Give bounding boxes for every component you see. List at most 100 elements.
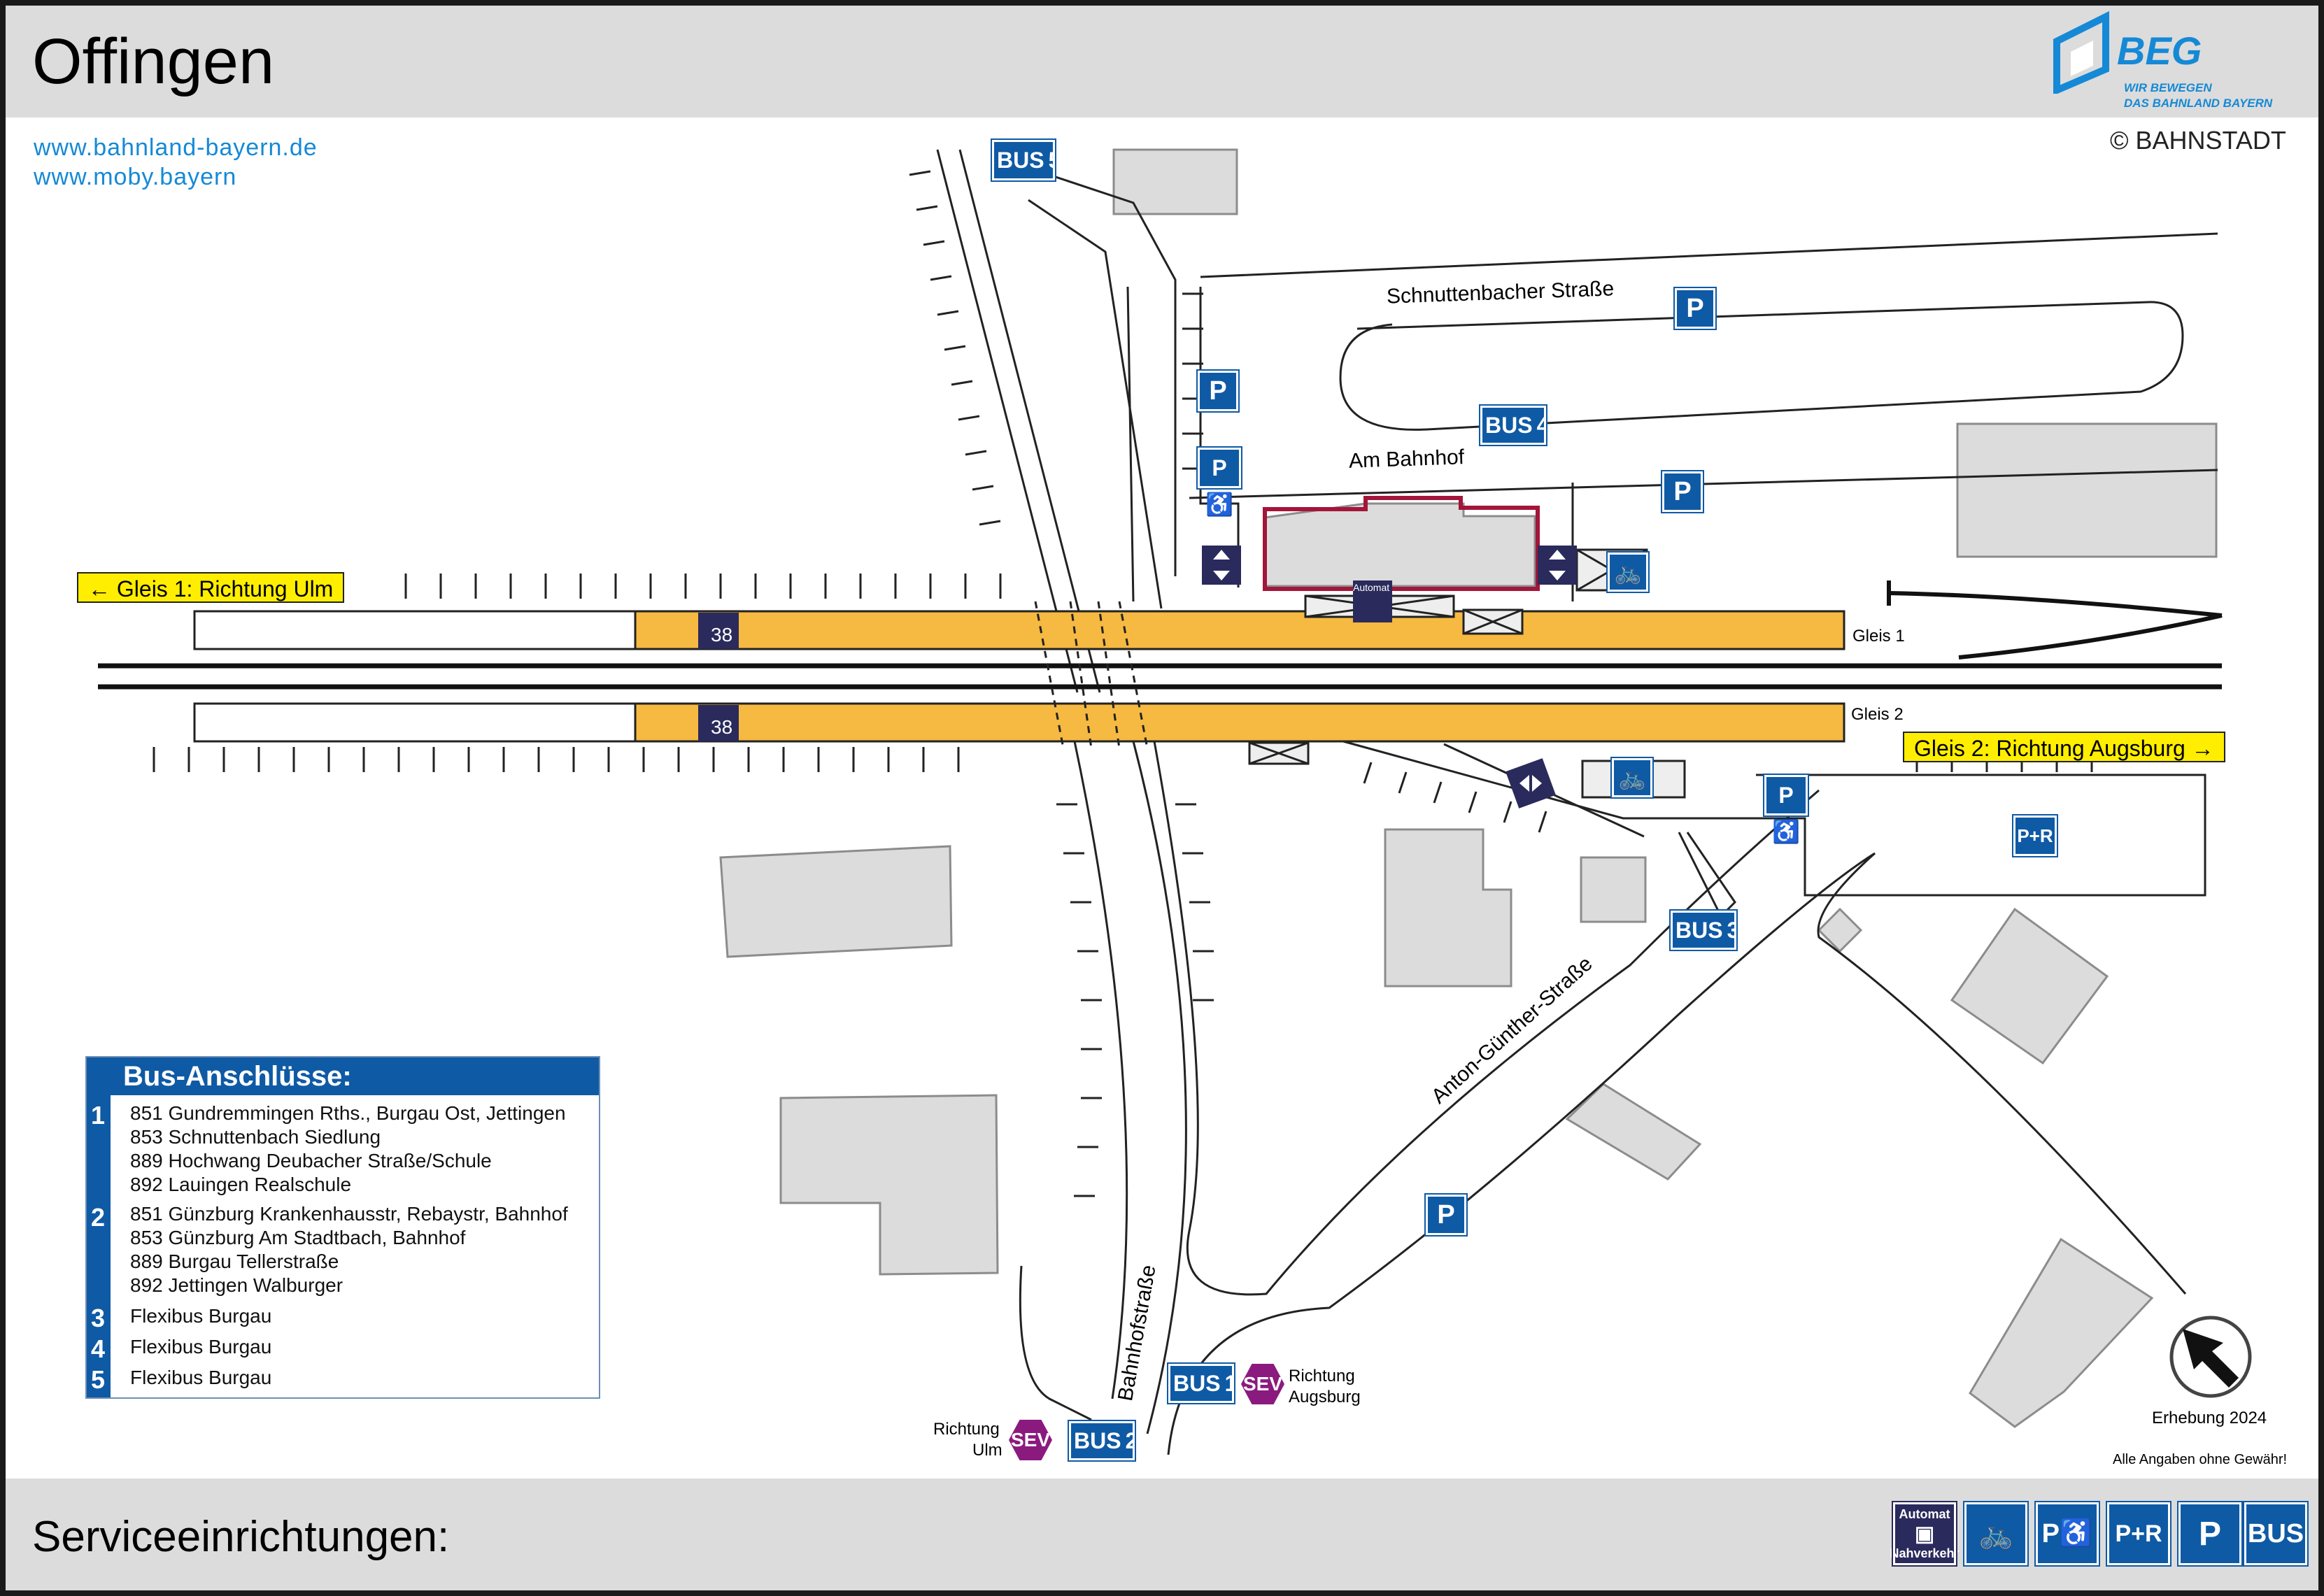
bus-label: BUS: [1074, 1428, 1121, 1453]
beg-logo-text: BEG: [2117, 29, 2202, 73]
legend-line: 853 Schnuttenbach Siedlung: [130, 1126, 381, 1148]
automat-bottom-label: Nahverkehr: [1890, 1546, 1960, 1560]
tracks: [98, 663, 2222, 690]
automat-icon[interactable]: Automat ▣ Nahverkehr: [1890, 1501, 1960, 1567]
bus-stop-number: 5: [1048, 148, 1061, 173]
bicycle-parking-sign[interactable]: 🚲: [1610, 757, 1654, 799]
direction-gleis1-label: Gleis 1: Richtung Ulm: [116, 576, 334, 601]
legend-line: Flexibus Burgau: [130, 1305, 272, 1327]
sev-sign[interactable]: SEV: [1009, 1420, 1052, 1460]
disabled-parking-sign[interactable]: P♿: [1196, 446, 1242, 517]
survey-label: Erhebung 2024: [2152, 1409, 2267, 1427]
copyright: © BAHNSTADT: [2110, 126, 2286, 155]
bus-label: BUS: [1675, 918, 1723, 943]
hedge-ticks: [153, 170, 2093, 1197]
streets: [936, 149, 2218, 1455]
automat-label: Automat: [1353, 582, 1390, 593]
building: [1384, 828, 1512, 988]
page-title: Offingen: [32, 26, 275, 97]
platform-2-west: [193, 702, 637, 743]
legend-title: Bus-Anschlüsse:: [87, 1057, 599, 1095]
direction-gleis2: Gleis 2: Richtung Augsburg →: [1903, 732, 2225, 762]
bus-label: BUS: [997, 148, 1044, 173]
building: [779, 1094, 999, 1276]
legend-line: 889 Burgau Tellerstraße: [130, 1251, 339, 1272]
richtung-ulm-label-2: Ulm: [972, 1441, 1002, 1460]
richtung-augsburg-label-2: Augsburg: [1289, 1388, 1361, 1406]
automat-icon: [1353, 580, 1392, 622]
legend-line: Flexibus Burgau: [130, 1336, 272, 1358]
legend-num: 2: [91, 1203, 106, 1232]
legend-num: 1: [91, 1101, 106, 1130]
disabled-parking-icon[interactable]: P♿: [2034, 1501, 2100, 1567]
building: [719, 845, 953, 958]
bus-label: BUS: [1485, 413, 1533, 438]
legend-num: 3: [91, 1304, 106, 1332]
sev-sign[interactable]: SEV: [1241, 1364, 1284, 1404]
richtung-ulm-label-1: Richtung: [933, 1420, 1000, 1439]
section-sign-1: [698, 613, 739, 649]
beg-tagline-2: DAS BAHNLAND BAYERN: [2124, 97, 2273, 110]
park-and-ride-icon[interactable]: P+R: [2106, 1501, 2171, 1567]
disclaimer: Alle Angaben ohne Gewähr!: [2113, 1452, 2288, 1467]
gleis-1-label: Gleis 1: [1852, 627, 1905, 646]
legend-num: 5: [91, 1365, 106, 1394]
station-building: [1263, 502, 1536, 587]
parking-sign[interactable]: P: [1661, 470, 1704, 513]
legend-line: 892 Lauingen Realschule: [130, 1174, 352, 1195]
disabled-parking-sign[interactable]: P♿: [1763, 774, 1809, 844]
building: [1580, 856, 1647, 923]
parking-sign[interactable]: P: [1196, 369, 1240, 413]
legend-bar: [87, 1095, 111, 1397]
parking-label: P: [1778, 783, 1794, 808]
parking-label: P: [1212, 455, 1227, 480]
link-bahnland[interactable]: www.bahnland-bayern.de: [34, 134, 318, 161]
legend-line: 889 Hochwang Deubacher Straße/Schule: [130, 1150, 492, 1171]
beg-logo-icon: [2053, 10, 2109, 94]
parking-sign[interactable]: P: [1424, 1193, 1468, 1237]
building: [1950, 907, 2109, 1065]
bicycle-parking-sign[interactable]: 🚲: [1606, 551, 1650, 593]
header: Offingen: [6, 6, 2318, 117]
building: [1817, 907, 1863, 953]
bus-stop-number: 1: [1224, 1371, 1238, 1396]
parking-icon[interactable]: P: [2177, 1501, 2243, 1567]
section-sign-2: [698, 705, 739, 741]
track-siding: [1888, 591, 2223, 660]
park-and-ride-sign[interactable]: P+R: [2012, 814, 2058, 857]
link-moby[interactable]: www.moby.bayern: [34, 164, 237, 190]
beg-tagline-1: WIR BEWEGEN: [2124, 81, 2212, 94]
building: [1112, 148, 1238, 215]
buildings: [719, 148, 2218, 1428]
richtung-augsburg-label-1: Richtung: [1289, 1367, 1355, 1385]
legend-line: 851 Gundremmingen Rths., Burgau Ost, Jet…: [130, 1102, 566, 1124]
bus-stop-number: 2: [1125, 1428, 1138, 1453]
section-number: 38: [711, 624, 733, 646]
legend-line: 853 Günzburg Am Stadtbach, Bahnhof: [130, 1227, 466, 1248]
platform-1-west: [193, 610, 637, 650]
direction-gleis2-label: Gleis 2: Richtung Augsburg: [1914, 736, 2185, 761]
legend-line: 892 Jettingen Walburger: [130, 1274, 343, 1296]
direction-gleis1: ← Gleis 1: Richtung Ulm: [77, 572, 345, 603]
parking-sign[interactable]: P: [1673, 287, 1717, 330]
bus-stop-number: 3: [1727, 918, 1740, 943]
bus-icon[interactable]: BUS: [2243, 1501, 2309, 1567]
street-am-bahnhof: Am Bahnhof: [1348, 446, 1465, 473]
bus-stop-number: 4: [1536, 413, 1550, 438]
building: [1956, 422, 2218, 558]
bus-label: BUS: [1173, 1371, 1221, 1396]
legend-num: 4: [91, 1334, 106, 1363]
building: [1565, 1083, 1702, 1181]
bus-legend: Bus-Anschlüsse: 1 851 Gundremmingen Rths…: [85, 1056, 600, 1399]
gleis-2-label: Gleis 2: [1851, 705, 1904, 724]
legend-line: Flexibus Burgau: [130, 1367, 272, 1388]
footer: Serviceeinrichtungen: Automat ▣ Nahverke…: [6, 1479, 2318, 1590]
bicycle-icon[interactable]: 🚲: [1963, 1501, 2029, 1567]
